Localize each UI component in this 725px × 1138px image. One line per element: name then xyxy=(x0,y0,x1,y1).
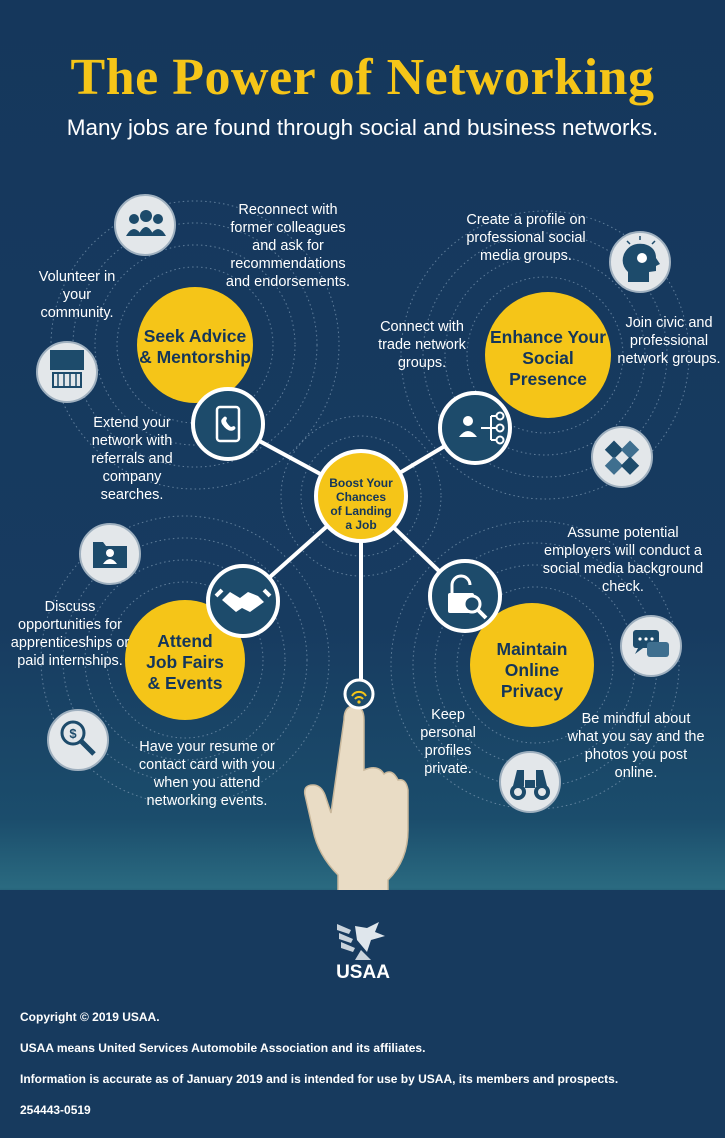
svg-text:$: $ xyxy=(69,726,77,741)
hub-label-online-privacy: Maintain Online Privacy xyxy=(477,639,587,702)
handshake-icon xyxy=(206,564,280,638)
hub-label-enhance-social: Enhance Your Social Presence xyxy=(488,327,608,390)
usaa-eagle-logo-icon xyxy=(337,922,385,960)
hub-enhance-social xyxy=(485,292,611,418)
hub-label-job-fairs: Attend Job Fairs & Events xyxy=(130,631,240,694)
footer-copyright: Copyright © 2019 USAA. xyxy=(20,1010,160,1024)
group-people-icon xyxy=(114,194,176,256)
center-label: Boost Your Chances of Landing a Job xyxy=(321,476,401,532)
tip-create-profile: Create a profile on professional social … xyxy=(466,212,586,264)
hub-label-line: Social xyxy=(522,348,574,368)
center-label-line: a Job xyxy=(345,518,377,532)
tip-trade-groups: Connect with trade network groups. xyxy=(378,319,466,371)
tip-extend: Extend your network with referrals and c… xyxy=(91,415,173,503)
tip-civic-groups: Join civic and professional network grou… xyxy=(617,315,721,367)
lock-search-icon xyxy=(428,559,502,633)
hub-label-line: Seek Advice xyxy=(143,326,247,346)
hub-label-line: Online xyxy=(504,660,560,680)
footer-usaa-meaning: USAA means United Services Automobile As… xyxy=(20,1041,426,1055)
chat-bubbles-icon xyxy=(620,615,682,677)
lightbulb-head-icon xyxy=(609,231,671,293)
tip-private: Keep personal profiles private. xyxy=(420,707,476,777)
hub-label-line: Job Fairs xyxy=(146,652,224,672)
tip-discuss: Discuss opportunities for apprenticeship… xyxy=(10,599,130,669)
phone-icon xyxy=(191,387,265,461)
tip-resume: Have your resume or contact card with yo… xyxy=(138,739,276,809)
folder-person-icon xyxy=(79,523,141,585)
tip-mindful: Be mindful about what you say and the ph… xyxy=(567,711,705,781)
hub-label-line: & Events xyxy=(147,673,223,693)
tip-background-check: Assume potential employers will conduct … xyxy=(542,525,704,595)
tip-reconnect: Reconnect with former colleagues and ask… xyxy=(225,202,351,290)
hub-label-line: Privacy xyxy=(500,681,564,701)
hub-label-line: Enhance Your xyxy=(489,327,607,347)
center-label-line: of Landing xyxy=(330,504,392,518)
puzzle-icon xyxy=(591,426,653,488)
hub-seek-advice xyxy=(137,287,253,403)
footer-code: 254443-0519 xyxy=(20,1103,91,1117)
hub-label-line: Maintain xyxy=(496,639,568,659)
usaa-logo-text: USAA xyxy=(336,962,390,983)
footer: USAA Copyright © 2019 USAA. USAA means U… xyxy=(0,890,725,1138)
center-node xyxy=(314,449,408,543)
hub-label-line: & Mentorship xyxy=(139,347,251,367)
page-subtitle: Many jobs are found through social and b… xyxy=(66,115,659,140)
page-title: The Power of Networking xyxy=(70,49,655,106)
tip-volunteer: Volunteer in your community. xyxy=(38,269,116,321)
network-icon xyxy=(438,391,512,465)
magnifier-dollar-icon: $ xyxy=(47,709,109,771)
hub-label-line: Attend xyxy=(157,631,213,651)
binoculars-icon xyxy=(499,751,561,813)
hub-job-fairs xyxy=(125,600,245,720)
hub-online-privacy xyxy=(470,603,594,727)
presentation-board-icon xyxy=(36,341,98,403)
pointing-hand-icon xyxy=(303,678,409,901)
center-label-line: Chances xyxy=(335,490,387,504)
footer-accuracy: Information is accurate as of January 20… xyxy=(20,1072,619,1086)
hub-label-seek-advice: Seek Advice & Mentorship xyxy=(137,326,253,368)
hub-label-line: Presence xyxy=(509,369,587,389)
center-label-line: Boost Your xyxy=(329,476,393,490)
